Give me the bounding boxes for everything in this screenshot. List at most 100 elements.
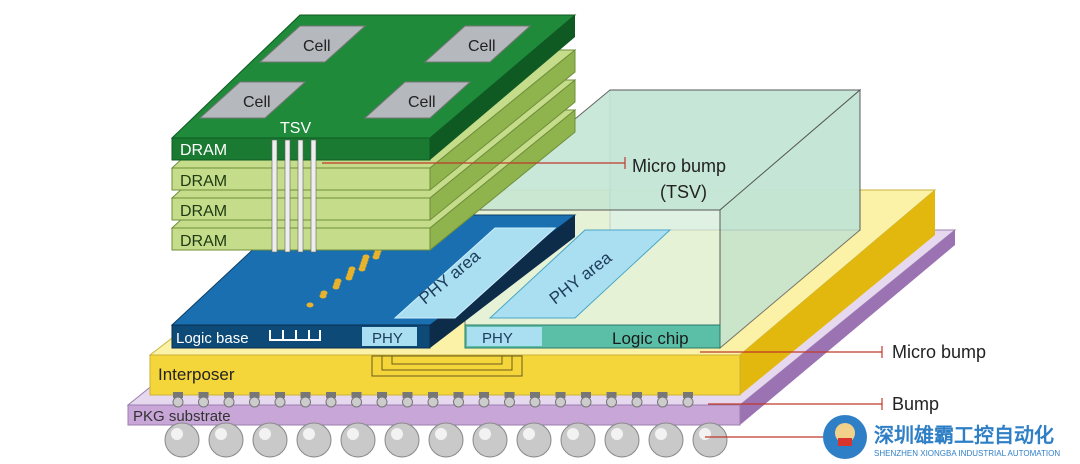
bump	[428, 392, 438, 398]
solder-ball-highlight	[259, 428, 271, 440]
bump	[173, 392, 183, 398]
logic-base: PHY area Logic base PHY	[170, 214, 577, 349]
bump	[274, 396, 286, 408]
bump	[351, 396, 362, 408]
solder-ball	[384, 422, 420, 458]
bump	[249, 392, 260, 398]
solder-ball	[428, 422, 464, 458]
micro-bump-dot	[362, 254, 370, 260]
solder-ball-highlight	[567, 428, 579, 440]
cell-label: Cell	[303, 38, 331, 55]
bump	[300, 392, 311, 398]
watermark-title: 深圳雄霸工控自动化	[874, 423, 1054, 447]
bump	[555, 392, 566, 398]
cell-label: Cell	[408, 94, 436, 111]
phy-right-label: PHY	[482, 330, 513, 347]
solder-ball-row	[164, 422, 728, 458]
solder-ball-highlight	[611, 428, 623, 440]
bump	[402, 396, 413, 408]
bump	[377, 392, 387, 398]
watermark-subtitle: SHENZHEN XIONGBA INDUSTRIAL AUTOMATION	[874, 449, 1060, 458]
bump	[326, 392, 336, 398]
solder-ball-highlight	[215, 428, 227, 440]
bump	[198, 392, 209, 398]
bump	[453, 392, 464, 398]
solder-ball-highlight	[391, 428, 403, 440]
solder-ball	[208, 422, 244, 458]
dram-label: DRAM	[180, 142, 227, 159]
micro-bump-dot	[320, 290, 328, 296]
bump	[376, 396, 388, 408]
micro-bump-label: Micro bump	[892, 342, 986, 362]
bump	[631, 396, 643, 408]
bump	[427, 396, 439, 408]
bump	[657, 396, 668, 408]
tsv-pillar	[310, 139, 317, 253]
bump	[555, 396, 566, 408]
bump	[198, 396, 209, 408]
bump	[479, 392, 489, 398]
solder-ball-highlight	[523, 428, 535, 440]
bump	[300, 396, 311, 408]
solder-ball	[164, 422, 200, 458]
solder-ball	[560, 422, 596, 458]
bump	[325, 396, 337, 408]
solder-ball-highlight	[435, 428, 447, 440]
solder-ball	[692, 422, 728, 458]
bump	[504, 392, 515, 398]
micro-bump-tsv-sublabel: (TSV)	[660, 182, 707, 202]
callouts	[322, 157, 883, 438]
solder-ball	[252, 422, 288, 458]
solder-ball	[296, 422, 332, 458]
bump	[249, 396, 260, 408]
bump-row	[172, 392, 694, 408]
bump	[682, 396, 694, 408]
solder-ball-highlight	[655, 428, 667, 440]
bump-label: Bump	[892, 394, 939, 414]
solder-ball	[516, 422, 552, 458]
tsv-pillar	[284, 139, 291, 253]
logic-chip-label: Logic chip	[612, 329, 689, 348]
bump	[402, 392, 413, 398]
cell-label: Cell	[468, 38, 496, 55]
solder-ball	[648, 422, 684, 458]
bump	[275, 392, 285, 398]
solder-ball-highlight	[479, 428, 491, 440]
solder-ball	[472, 422, 508, 458]
bump	[529, 396, 541, 408]
bump	[504, 396, 515, 408]
bump	[657, 392, 668, 398]
dram-label: DRAM	[180, 233, 227, 250]
phy-left-label: PHY	[372, 330, 403, 347]
micro-bump-dot	[334, 278, 342, 284]
bump	[581, 392, 591, 398]
bump	[683, 392, 693, 398]
dram-label: DRAM	[180, 173, 227, 190]
micro-bump-dot	[306, 302, 314, 308]
solder-ball-highlight	[171, 428, 183, 440]
bump	[453, 396, 464, 408]
interposer-label: Interposer	[158, 365, 235, 384]
micro-bump-tsv-label: Micro bump	[632, 156, 726, 176]
logic-base-label: Logic base	[176, 330, 249, 347]
bump	[632, 392, 642, 398]
tsv-label: TSV	[280, 120, 311, 137]
tsv-pillar	[271, 139, 278, 253]
bump	[223, 396, 235, 408]
solder-ball	[340, 422, 376, 458]
bump	[478, 396, 490, 408]
bump	[172, 396, 184, 408]
watermark: 深圳雄霸工控自动化 SHENZHEN XIONGBA INDUSTRIAL AU…	[823, 415, 1060, 459]
solder-ball-highlight	[699, 428, 711, 440]
solder-ball	[604, 422, 640, 458]
bump	[530, 392, 540, 398]
dram-label: DRAM	[180, 203, 227, 220]
solder-ball-highlight	[347, 428, 359, 440]
tsv-pillar	[297, 139, 304, 253]
bump	[224, 392, 234, 398]
micro-bump-dot	[348, 266, 356, 272]
cell-label: Cell	[243, 94, 271, 111]
